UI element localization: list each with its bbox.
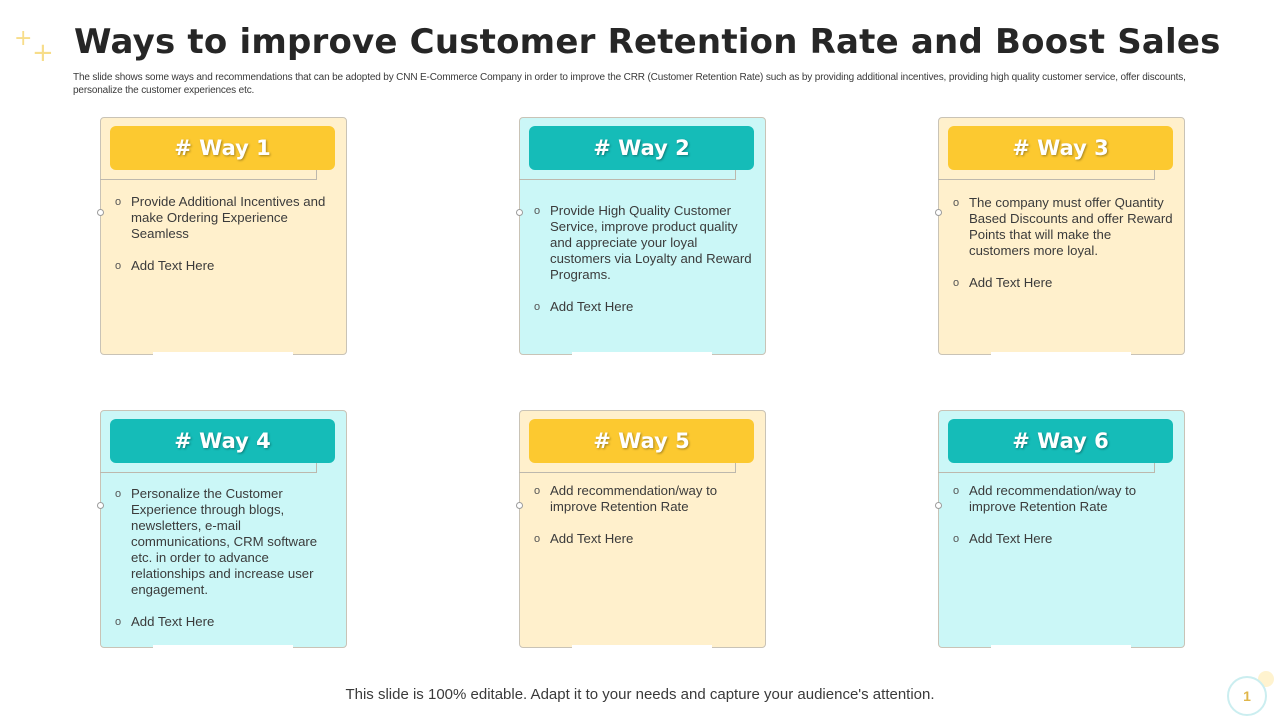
way-header-4: # Way 4 bbox=[110, 419, 335, 463]
sparkle-plus-icon: + + bbox=[14, 26, 54, 68]
hollow-circle-bullet-icon: o bbox=[115, 616, 122, 628]
way-header-6: # Way 6 bbox=[948, 419, 1173, 463]
connector-dot bbox=[516, 502, 523, 509]
way-header-3: # Way 3 bbox=[948, 126, 1173, 170]
hollow-circle-bullet-icon: o bbox=[534, 205, 541, 217]
hollow-circle-bullet-icon: o bbox=[534, 301, 541, 313]
hollow-circle-bullet-icon: o bbox=[953, 485, 960, 497]
hollow-circle-bullet-icon: o bbox=[953, 277, 960, 289]
hollow-circle-bullet-icon: o bbox=[953, 533, 960, 545]
connector-dot bbox=[516, 209, 523, 216]
connector-dot bbox=[935, 209, 942, 216]
way-header-1: # Way 1 bbox=[110, 126, 335, 170]
connector-dot bbox=[935, 502, 942, 509]
way-header-5: # Way 5 bbox=[529, 419, 754, 463]
page-subtitle: The slide shows some ways and recommenda… bbox=[73, 72, 1186, 96]
connector-dot bbox=[97, 502, 104, 509]
hollow-circle-bullet-icon: o bbox=[115, 488, 122, 500]
way-header-2: # Way 2 bbox=[529, 126, 754, 170]
hollow-circle-bullet-icon: o bbox=[115, 196, 122, 208]
page-title: Ways to improve Customer Retention Rate … bbox=[74, 22, 1221, 62]
footer-note: This slide is 100% editable. Adapt it to… bbox=[345, 686, 935, 703]
hollow-circle-bullet-icon: o bbox=[115, 260, 122, 272]
hollow-circle-bullet-icon: o bbox=[534, 533, 541, 545]
hollow-circle-bullet-icon: o bbox=[534, 485, 541, 497]
hollow-circle-bullet-icon: o bbox=[953, 197, 960, 209]
page-number: 1 bbox=[1227, 676, 1267, 716]
connector-dot bbox=[97, 209, 104, 216]
